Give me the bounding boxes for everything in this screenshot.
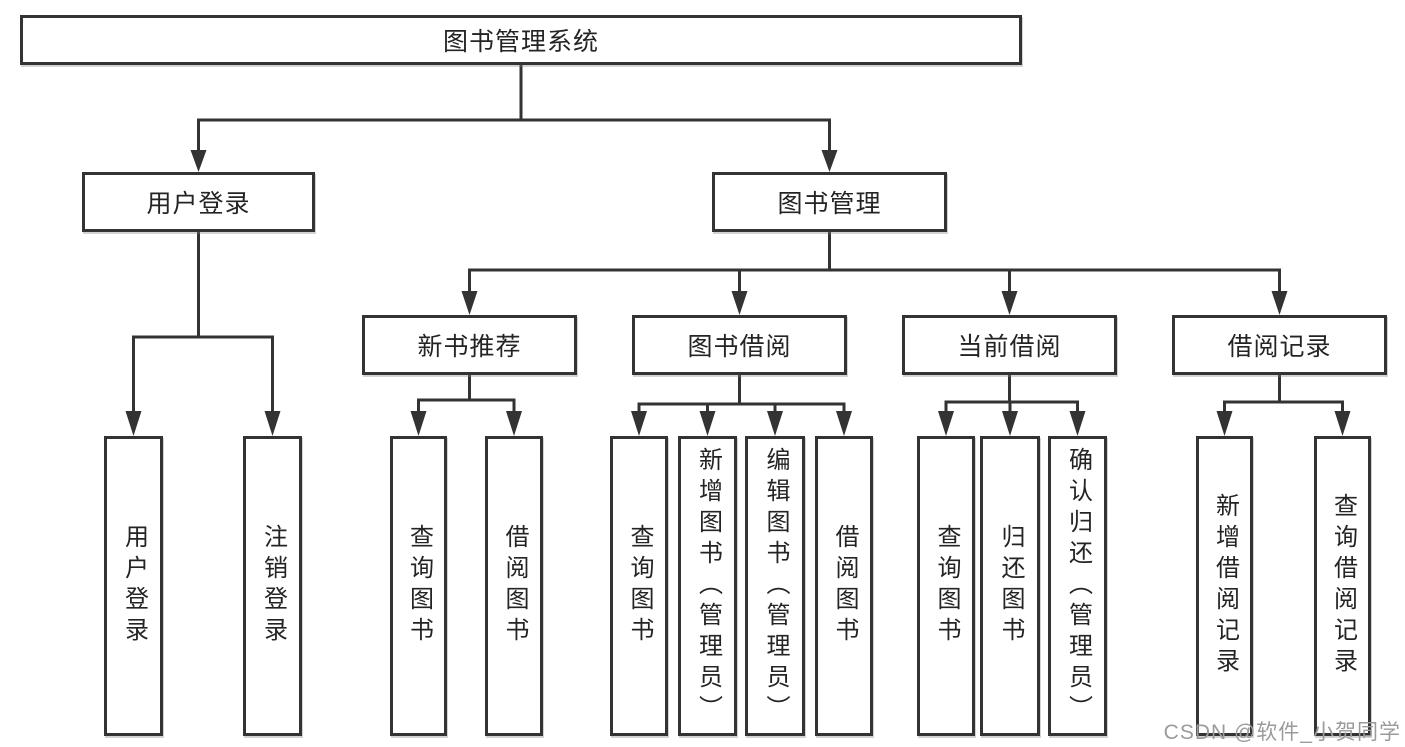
arrowhead-icon — [1334, 411, 1351, 436]
arrowhead-icon — [631, 411, 647, 436]
arrowhead-icon — [836, 411, 852, 436]
arrowhead-icon — [410, 411, 427, 436]
leaf-add-borrow-record-label: 新增借阅记录 — [1211, 493, 1239, 679]
arrowhead-icon — [767, 411, 783, 436]
leaf-logout-label: 注销登录 — [259, 524, 287, 648]
leaf-query-borrow-record-label: 查询借阅记录 — [1329, 493, 1357, 679]
node-new-book-recommendation: 新书推荐 — [362, 315, 577, 375]
leaf-user-login-label: 用户登录 — [120, 524, 148, 648]
leaf-query-books-current: 查询图书 — [917, 436, 975, 736]
leaf-query-books-current-label: 查询图书 — [933, 524, 960, 648]
leaf-return-books: 归还图书 — [980, 436, 1040, 736]
node-user-login: 用户登录 — [82, 172, 315, 232]
leaf-edit-book-admin: 编辑图书（管理员） — [745, 436, 805, 736]
leaf-query-books-borrowing-label: 查询图书 — [626, 524, 653, 648]
leaf-borrow-books-borrowing-label: 借阅图书 — [831, 524, 858, 648]
arrowhead-icon — [1002, 411, 1018, 436]
arrowhead-icon — [731, 291, 748, 315]
node-borrowing-records: 借阅记录 — [1172, 315, 1387, 375]
arrowhead-icon — [1271, 291, 1288, 315]
leaf-borrow-books-borrowing: 借阅图书 — [815, 436, 873, 736]
arrowhead-icon — [1069, 411, 1086, 436]
node-user-login-label: 用户登录 — [146, 190, 251, 218]
arrowhead-icon — [699, 411, 716, 436]
leaf-query-borrow-record: 查询借阅记录 — [1314, 436, 1371, 736]
node-book-borrowing: 图书借阅 — [632, 315, 847, 375]
leaf-borrow-books-recommend: 借阅图书 — [485, 436, 543, 736]
arrowhead-icon — [461, 291, 478, 315]
node-borrowing-records-label: 借阅记录 — [1227, 333, 1332, 361]
arrowhead-icon — [125, 411, 142, 436]
leaf-edit-book-admin-label: 编辑图书（管理员） — [762, 446, 789, 726]
leaf-borrow-books-recommend-label: 借阅图书 — [501, 524, 528, 648]
leaf-logout: 注销登录 — [243, 436, 302, 736]
arrowhead-icon — [1001, 291, 1018, 315]
node-current-borrowing-label: 当前借阅 — [957, 333, 1062, 361]
leaf-query-books-recommend: 查询图书 — [390, 436, 447, 736]
arrowhead-icon — [821, 150, 838, 172]
leaf-add-book-admin: 新增图书（管理员） — [678, 436, 737, 736]
node-new-book-recommendation-label: 新书推荐 — [417, 333, 522, 361]
arrowhead-icon — [506, 411, 522, 436]
arrowhead-icon — [190, 150, 207, 172]
leaf-return-books-label: 归还图书 — [997, 524, 1024, 648]
node-root-label: 图书管理系统 — [442, 28, 599, 56]
leaf-query-books-recommend-label: 查询图书 — [405, 524, 433, 648]
leaf-add-book-admin-label: 新增图书（管理员） — [694, 446, 722, 726]
node-root: 图书管理系统 — [20, 15, 1022, 65]
csdn-watermark: CSDN @软件_小贺同学 — [1163, 721, 1401, 744]
arrowhead-icon — [938, 411, 954, 436]
leaf-add-borrow-record: 新增借阅记录 — [1196, 436, 1253, 736]
node-book-management-label: 图书管理 — [777, 190, 882, 218]
leaf-query-books-borrowing: 查询图书 — [610, 436, 668, 736]
arrowhead-icon — [264, 411, 281, 436]
node-current-borrowing: 当前借阅 — [902, 315, 1117, 375]
leaf-user-login: 用户登录 — [104, 436, 163, 736]
leaf-confirm-return-admin-label: 确认归还（管理员） — [1064, 446, 1092, 726]
arrowhead-icon — [1216, 411, 1233, 436]
node-book-management: 图书管理 — [712, 172, 947, 232]
leaf-confirm-return-admin: 确认归还（管理员） — [1048, 436, 1107, 736]
node-book-borrowing-label: 图书借阅 — [687, 333, 792, 361]
